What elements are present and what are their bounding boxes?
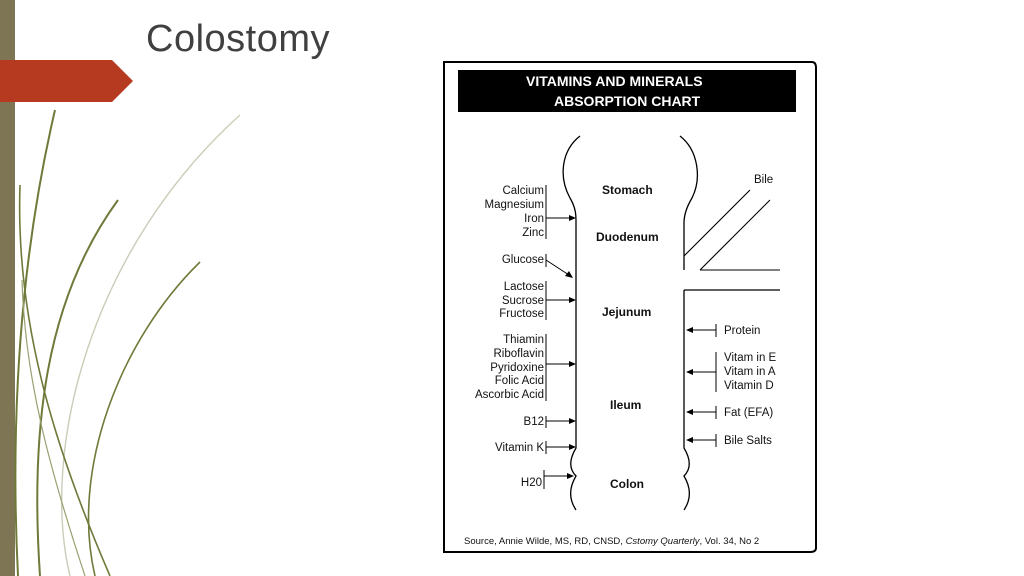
nutrient-riboflavin: Riboflavin [494, 348, 545, 360]
arrowhead-fat [686, 409, 693, 415]
secretion-bile: Bile [754, 174, 773, 186]
nutrient-sucrose: Sucrose [502, 295, 544, 307]
slide-title: Colostomy [146, 18, 330, 60]
nutrient-glucose: Glucose [502, 254, 544, 266]
chart-header-box [458, 70, 796, 112]
nutrient-vitamin-d: Vitamin D [724, 380, 774, 392]
source-citation: Source, Annie Wilde, MS, RD, CNSD, Cstom… [464, 536, 759, 547]
arrowhead-minerals [569, 215, 576, 221]
organ-ileum: Ileum [610, 398, 641, 412]
nutrient-bile-salts: Bile Salts [724, 435, 772, 447]
source-journal: Cstomy Quarterly [626, 536, 701, 547]
tract-left-wall [562, 135, 581, 511]
nutrient-lactose: Lactose [504, 281, 544, 293]
source-suffix: , Vol. 34, No 2 [699, 536, 759, 547]
title-accent-tab [0, 60, 133, 102]
nutrient-calcium: Calcium [502, 185, 544, 197]
tract-right-wall-upper [679, 135, 698, 270]
nutrient-thiamin: Thiamin [503, 334, 544, 346]
arrowhead-protein [686, 327, 693, 333]
organ-duodenum: Duodenum [596, 230, 659, 244]
nutrient-zinc: Zinc [522, 227, 544, 239]
nutrient-vitamin-e: Vitam in E [724, 352, 777, 364]
bile-duct-2 [699, 199, 771, 271]
chart-border [443, 61, 817, 553]
nutrient-vitamin-a: Vitam in A [724, 366, 776, 378]
arrowhead-bile-salts [686, 437, 693, 443]
arrowhead-sugars [569, 297, 576, 303]
organ-stomach: Stomach [602, 183, 653, 197]
bile-duct-1 [683, 189, 751, 257]
nutrient-water: H20 [521, 477, 542, 489]
decorative-grass-lines [14, 109, 241, 576]
nutrient-fat-efa: Fat (EFA) [724, 407, 773, 419]
arrowhead-vitamins-b [569, 361, 576, 367]
nutrient-fructose: Fructose [499, 308, 544, 320]
arrowhead-water [567, 473, 574, 479]
organ-jejunum: Jejunum [602, 305, 651, 319]
tract-right-wall-lower [683, 290, 690, 511]
source-prefix: Source, Annie Wilde, MS, RD, CNSD, [464, 536, 623, 547]
chart-header-line2: ABSORPTION CHART [554, 93, 701, 109]
chart-header-line1: VITAMINS AND MINERALS [526, 73, 703, 89]
nutrient-vitamin-k: Vitamin K [495, 442, 544, 454]
nutrient-iron: Iron [524, 213, 544, 225]
nutrient-protein: Protein [724, 325, 760, 337]
arrowhead-fat-soluble [686, 369, 693, 375]
organ-colon: Colon [610, 477, 644, 491]
left-accent-bar [0, 0, 15, 576]
nutrient-b12: B12 [524, 416, 544, 428]
arrowhead-vitamin-k [569, 444, 576, 450]
arrowhead-glucose [565, 271, 573, 278]
nutrient-folic-acid: Folic Acid [495, 375, 544, 387]
absorption-chart: VITAMINS AND MINERALS ABSORPTION CHART S… [443, 61, 817, 553]
nutrient-magnesium: Magnesium [485, 199, 544, 211]
arrow-glucose [545, 259, 570, 276]
arrowhead-b12 [569, 418, 576, 424]
nutrient-pyridoxine: Pyridoxine [490, 362, 544, 374]
nutrient-ascorbic-acid: Ascorbic Acid [475, 389, 544, 401]
